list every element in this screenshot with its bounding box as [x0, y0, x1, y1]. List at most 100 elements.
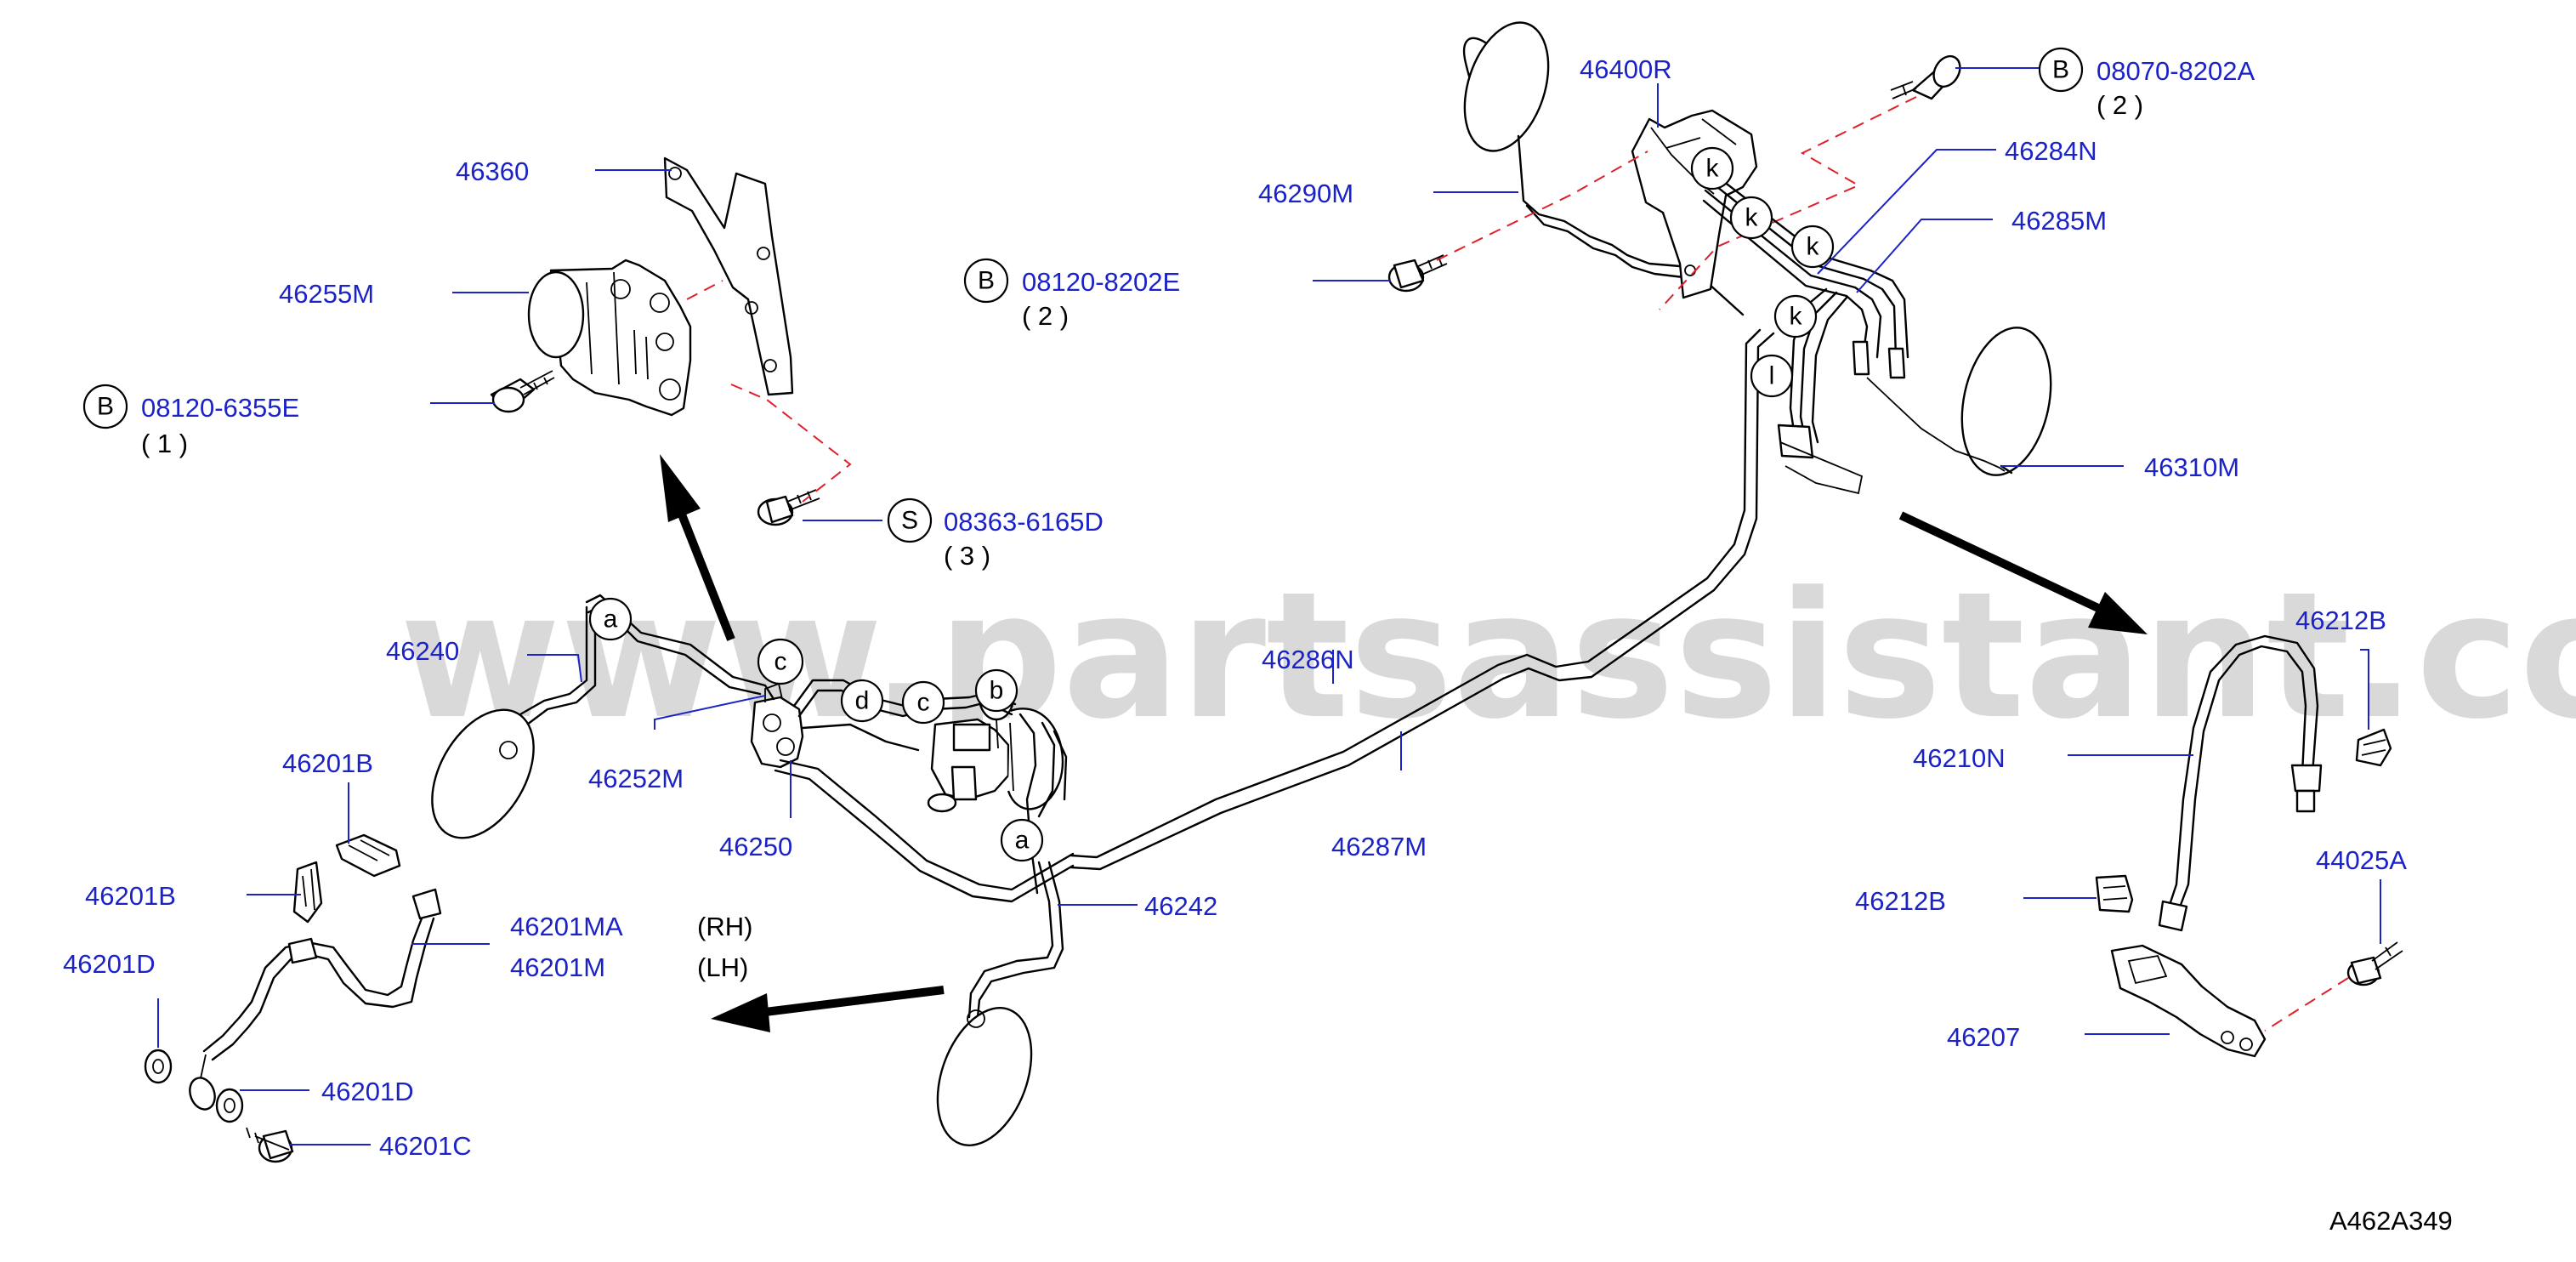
svg-text:k: k [1790, 303, 1803, 331]
marker-k-3: k [1790, 225, 1835, 269]
label-46286N: 46286N [1262, 645, 1354, 674]
tube-46242-drawing [936, 861, 1064, 1146]
bolt-08070-8202A-drawing [1890, 54, 1961, 100]
hose-46210N-drawing [2158, 634, 2323, 932]
dashed-link-actuator-bracket [686, 280, 723, 300]
diagram-code: A462A349 [2329, 1206, 2453, 1236]
marker-b: b [974, 668, 1018, 713]
label-46212B-lower: 46212B [1855, 886, 1946, 916]
qty-08363-6165D: ( 3 ) [944, 541, 990, 571]
label-46284N: 46284N [2005, 136, 2097, 166]
label-46210N: 46210N [1913, 743, 2006, 773]
bolt-08363-6165D-drawing [757, 489, 820, 526]
dashed-link-bolt-44025A-bracket [2264, 977, 2349, 1032]
clip-46212B-a-drawing [2355, 728, 2392, 767]
bolt-44025A-drawing [2346, 941, 2403, 986]
label-46201C: 46201C [379, 1131, 472, 1161]
label-46212B-upper: 46212B [2295, 605, 2386, 635]
label-46201B-lower: 46201B [85, 881, 176, 911]
qty-08120-8202E: ( 2 ) [1022, 301, 1069, 331]
label-46201D-right: 46201D [321, 1077, 414, 1106]
arrow-up-to-actuator [660, 454, 735, 641]
svg-text:b: b [990, 677, 1004, 705]
callout-circle-b-8202A: B [2038, 47, 2084, 93]
callout-circle-b-8202E: B [963, 258, 1009, 304]
svg-text:l: l [1769, 362, 1775, 390]
label-44025A: 44025A [2316, 845, 2407, 875]
callout-circle-b-6355E: B [82, 384, 128, 429]
tube-46240-drawing [431, 605, 597, 839]
marker-c-right: c [901, 680, 945, 725]
svg-text:B: B [2052, 56, 2069, 84]
svg-text:d: d [855, 687, 870, 715]
marker-a-lower: a [1000, 818, 1044, 862]
label-46201D-left: 46201D [63, 949, 156, 979]
label-rh: (RH) [697, 912, 752, 941]
bracket-46207-drawing [2110, 944, 2267, 1058]
marker-k-1: k [1690, 146, 1734, 190]
svg-text:a: a [604, 605, 618, 634]
qty-08070-8202A: ( 2 ) [2097, 90, 2143, 120]
bolt-08120-8202E-drawing [1387, 254, 1448, 293]
svg-text:k: k [1706, 155, 1720, 183]
label-46242: 46242 [1144, 891, 1217, 921]
clip-46201B-upper-drawing [335, 833, 401, 878]
actuator-46255M-drawing [527, 259, 692, 417]
watermark: www.partsassistant.com [400, 555, 2576, 758]
marker-l: l [1750, 354, 1794, 398]
callout-circle-s-6165D: S [887, 497, 933, 543]
label-46290M: 46290M [1258, 179, 1353, 208]
marker-d: d [840, 679, 884, 723]
svg-text:S: S [901, 507, 918, 535]
dashed-link-bracket-bolt [730, 384, 852, 503]
svg-text:B: B [97, 393, 114, 421]
arrow-to-rear-right [1898, 511, 2148, 634]
label-46310M: 46310M [2144, 452, 2239, 482]
label-46287M: 46287M [1331, 832, 1427, 861]
brake-disc-upper-drawing [1463, 21, 1550, 152]
bolt-46201C-drawing [246, 1127, 294, 1163]
label-46207: 46207 [1947, 1022, 2020, 1052]
tube-46290M-drawing [1517, 134, 1745, 316]
marker-a-upper: a [588, 597, 633, 641]
arrow-to-front-left [711, 986, 945, 1032]
leader-lines [157, 67, 2381, 1145]
dashed-link-bolt-08070-bracket [1659, 96, 1917, 310]
label-08363-6165D: 08363-6165D [944, 507, 1104, 537]
label-46252M: 46252M [588, 764, 684, 793]
marker-c-left: c [757, 638, 804, 685]
svg-text:a: a [1015, 827, 1030, 855]
label-46360: 46360 [456, 156, 529, 186]
label-08120-8202E: 08120-8202E [1022, 267, 1180, 297]
label-46201B-upper: 46201B [282, 748, 373, 778]
qty-08120-6355E: ( 1 ) [141, 429, 188, 458]
svg-text:B: B [978, 267, 995, 295]
brake-disc-rear-right-drawing [1866, 327, 2052, 476]
label-08120-6355E: 08120-6355E [141, 393, 299, 423]
marker-k-2: k [1729, 196, 1773, 240]
washer-46201D-a-drawing [144, 1049, 173, 1084]
label-46201MA: 46201MA [510, 912, 623, 941]
label-46240: 46240 [386, 636, 459, 666]
label-46400R: 46400R [1580, 54, 1672, 84]
part-labels: 46360 46255M 08120-6355E ( 1 ) 08120-820… [63, 54, 2453, 1236]
label-46201M: 46201M [510, 952, 605, 982]
bracket-46360-drawing [663, 156, 794, 396]
dashed-link-bolt-08120-bracket [1436, 151, 1648, 261]
svg-text:c: c [775, 648, 787, 676]
label-46285M: 46285M [2011, 206, 2107, 236]
junction-46250-drawing [750, 682, 804, 769]
svg-text:c: c [917, 689, 930, 717]
bolt-08120-6355E-drawing [490, 370, 555, 413]
label-46255M: 46255M [279, 279, 374, 309]
clip-46212B-b-drawing [2095, 874, 2134, 913]
hose-46201M-drawing [189, 888, 442, 1111]
marker-k-4: k [1773, 294, 1818, 338]
label-08070-8202A: 08070-8202A [2097, 56, 2255, 86]
svg-text:k: k [1745, 204, 1759, 232]
svg-text:k: k [1807, 233, 1820, 261]
label-lh: (LH) [697, 952, 748, 982]
clip-46201B-lower-drawing [292, 861, 323, 924]
label-46250: 46250 [719, 832, 792, 861]
washer-46201D-b-drawing [215, 1088, 244, 1123]
